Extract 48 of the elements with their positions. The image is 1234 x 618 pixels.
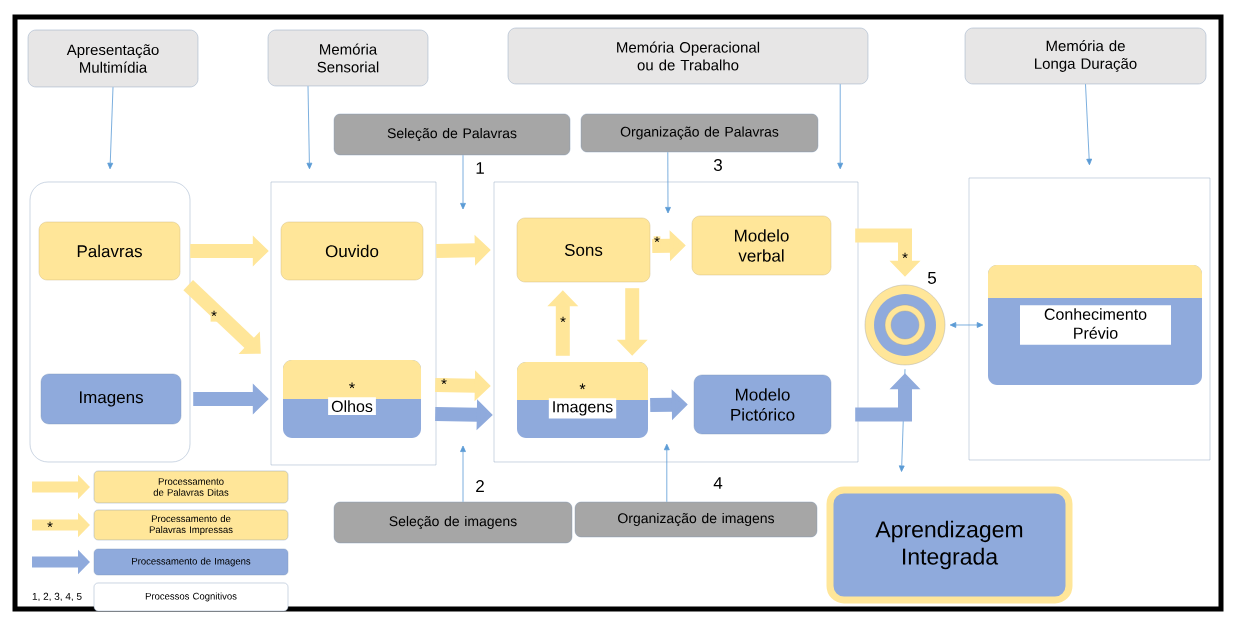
edge-label: * xyxy=(440,378,448,390)
callout-number: 1 xyxy=(476,162,484,174)
process-box: Seleção de Palavras xyxy=(333,113,571,156)
connector-arrow xyxy=(460,445,466,503)
two-tone-box: * Imagens xyxy=(517,362,648,438)
container-box xyxy=(493,181,859,463)
container-box xyxy=(968,177,1211,461)
concept-box: Palavras xyxy=(38,221,181,281)
concept-box: Modelo verbal xyxy=(691,215,832,276)
container-box xyxy=(270,181,437,466)
legend-key: 1, 2, 3, 4, 5 xyxy=(32,592,82,602)
stage-header: Memória Sensorial xyxy=(267,29,429,87)
connector-arrow xyxy=(1085,83,1093,166)
edge-label: * xyxy=(653,236,661,248)
connector-arrow xyxy=(663,443,670,503)
edge-label: * xyxy=(901,252,909,264)
stage-header: Memória de Longa Duração xyxy=(964,27,1207,85)
process-box: Organização de Palavras xyxy=(580,113,819,153)
connector-arrow xyxy=(306,85,313,170)
concept-box: Imagens xyxy=(40,373,182,425)
stage-header: Memória Operacional ou de Trabalho xyxy=(507,27,869,85)
callout-number: 5 xyxy=(927,272,936,284)
connector-arrow xyxy=(949,322,984,328)
legend-entry: Processamento de Imagens xyxy=(93,548,289,576)
concept-box: Ouvido xyxy=(280,221,424,281)
two-tone-box: * Olhos xyxy=(283,360,421,438)
connector-arrow xyxy=(665,151,671,214)
process-box: Seleção de imagens xyxy=(333,501,573,544)
callout-number: 3 xyxy=(713,158,722,171)
asterisk-mark: * xyxy=(47,521,53,528)
callout-number: 2 xyxy=(476,480,484,492)
process-box: Organização de imagens xyxy=(574,501,818,538)
legend-entry: Processos Cognitivos xyxy=(93,582,289,612)
stage-header: Apresentação Multimídia xyxy=(27,29,199,88)
connector-arrow xyxy=(460,154,466,210)
edge-label: * xyxy=(559,316,567,328)
legend-entry: Processamento de Palavras Impressas xyxy=(93,509,289,541)
container-box xyxy=(29,181,191,463)
concept-box: Sons xyxy=(516,217,651,283)
connector-arrow xyxy=(107,86,114,170)
concept-box: Modelo Pictórico xyxy=(693,374,832,435)
legend-entry: Processamento de Palavras Ditas xyxy=(93,470,289,504)
connector-arrow xyxy=(837,83,844,170)
two-tone-box: Conhecimento Prévio xyxy=(988,265,1202,385)
callout-number: 4 xyxy=(713,477,723,489)
edge-label: * xyxy=(210,310,218,322)
concentric-circle xyxy=(864,284,946,366)
result-box: Aprendizagem Integrada xyxy=(826,486,1073,604)
